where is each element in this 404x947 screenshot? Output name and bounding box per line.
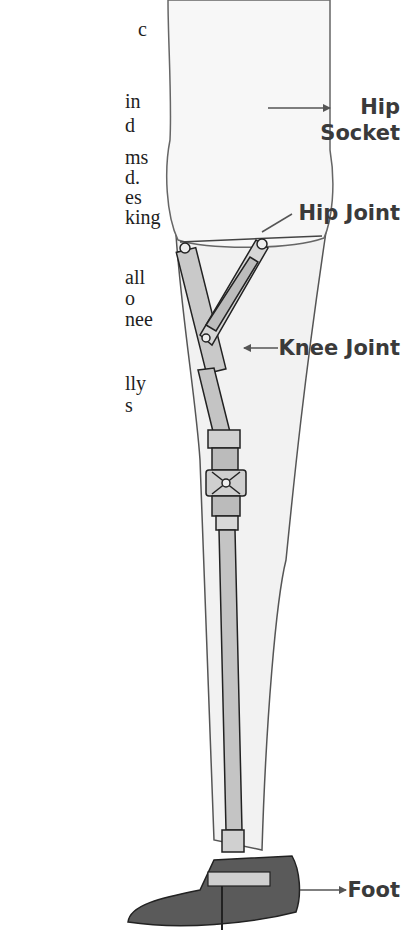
foot-shoe [128, 856, 299, 930]
leg-outline [176, 232, 326, 850]
leader-line [262, 214, 292, 232]
body-text-fragment: in [125, 90, 141, 112]
knee-joint-mechanism [206, 430, 246, 530]
part-label: Hip Joint [280, 200, 400, 226]
part-label: Foot [340, 877, 400, 903]
hip-joint-mechanism [176, 239, 268, 374]
shin-pylon [219, 530, 244, 852]
leader-line [300, 889, 346, 891]
body-text-fragment: king [125, 206, 161, 228]
body-text-fragment: d [125, 114, 135, 136]
body-text-fragment: d. [125, 166, 140, 188]
body-text-fragment: c [138, 18, 147, 40]
leader-line [268, 107, 330, 109]
part-label: Knee Joint [270, 335, 400, 361]
body-text-fragment: s [125, 394, 133, 416]
body-text-fragment: o [125, 287, 135, 309]
body-text-fragment: ms [125, 146, 148, 168]
body-text-fragment: all [125, 266, 145, 288]
body-text-fragment: lly [125, 372, 146, 394]
part-label: Hip Socket [316, 94, 400, 146]
body-text-fragment: es [125, 186, 142, 208]
body-text-fragment: nee [125, 308, 153, 330]
leader-line [244, 347, 278, 349]
